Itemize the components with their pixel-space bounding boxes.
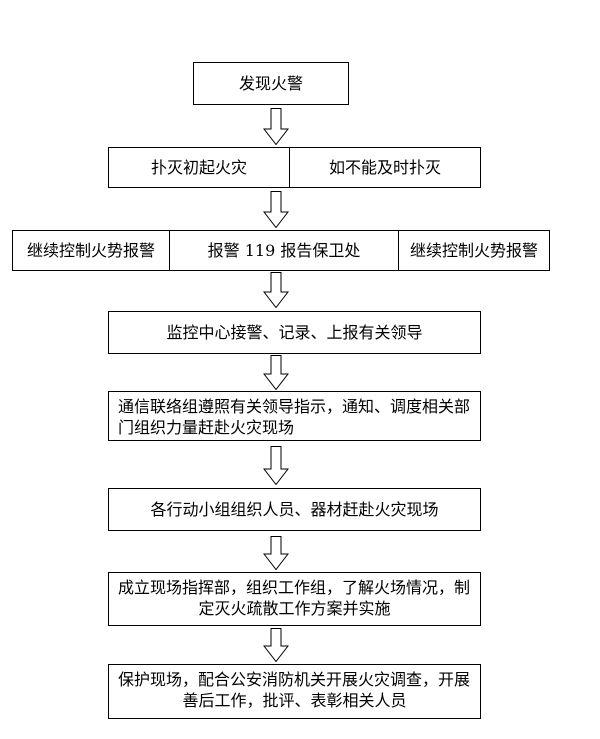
step-call-119-text: 报警 119 报告保卫处 xyxy=(207,240,361,260)
step-protect-scene-line-1: 保护现场，配合公安消防机关开展火灾调查，开展 xyxy=(118,670,471,689)
step-continue-control-left-cell: 继续控制火势报警 xyxy=(13,231,169,270)
step-communication-group-line-2: 门组织力量赶赴火灾现场 xyxy=(118,418,295,437)
step-action-groups-text: 各行动小组组织人员、器材赶赴火灾现场 xyxy=(150,499,439,519)
step-extinguish-initial-text: 扑灭初起火灾 xyxy=(150,157,247,177)
step-discover-fire-box: 发现火警 xyxy=(193,62,349,105)
step-extinguish-row: 扑灭初起火灾 如不能及时扑灭 xyxy=(108,147,481,188)
down-arrow-icon xyxy=(263,628,289,662)
step-communication-group-line-1: 通信联络组遵照有关领导指示，通知、调度相关部 xyxy=(118,397,471,416)
step-protect-scene-box: 保护现场，配合公安消防机关开展火灾调查，开展 善后工作，批评、表彰相关人员 xyxy=(108,664,481,719)
down-arrow-icon xyxy=(263,446,289,485)
step-monitor-center-text: 监控中心接警、记录、上报有关领导 xyxy=(166,322,423,342)
step-continue-control-right-cell: 继续控制火势报警 xyxy=(398,231,549,270)
down-arrow-icon xyxy=(263,108,289,145)
down-arrow-icon xyxy=(263,272,289,308)
down-arrow-icon xyxy=(263,355,289,390)
down-arrow-icon xyxy=(263,191,289,228)
step-command-post-box: 成立现场指挥部，组织工作组，了解火场情况，制 定灭火疏散工作方案并实施 xyxy=(108,572,481,626)
step-communication-group-box: 通信联络组遵照有关领导指示，通知、调度相关部 门组织力量赶赴火灾现场 xyxy=(108,391,481,441)
step-command-post-line-2: 定灭火疏散工作方案并实施 xyxy=(198,599,391,618)
step-call-119-cell: 报警 119 报告保卫处 xyxy=(169,231,398,270)
step-protect-scene-line-2: 善后工作，批评、表彰相关人员 xyxy=(182,691,407,710)
down-arrow-icon xyxy=(263,536,289,570)
step-extinguish-initial-cell: 扑灭初起火灾 xyxy=(109,148,289,187)
step-action-groups-box: 各行动小组组织人员、器材赶赴火灾现场 xyxy=(108,488,481,531)
step-alarm-row: 继续控制火势报警 报警 119 报告保卫处 继续控制火势报警 xyxy=(12,230,550,271)
step-monitor-center-box: 监控中心接警、记录、上报有关领导 xyxy=(108,311,481,354)
step-command-post-line-1: 成立现场指挥部，组织工作组，了解火场情况，制 xyxy=(118,578,471,597)
step-discover-fire-text: 发现火警 xyxy=(238,73,303,93)
step-cannot-extinguish-text: 如不能及时扑灭 xyxy=(328,157,441,177)
step-continue-control-right-text: 继续控制火势报警 xyxy=(409,240,538,260)
step-continue-control-left-text: 继续控制火势报警 xyxy=(26,240,155,260)
step-cannot-extinguish-cell: 如不能及时扑灭 xyxy=(289,148,480,187)
